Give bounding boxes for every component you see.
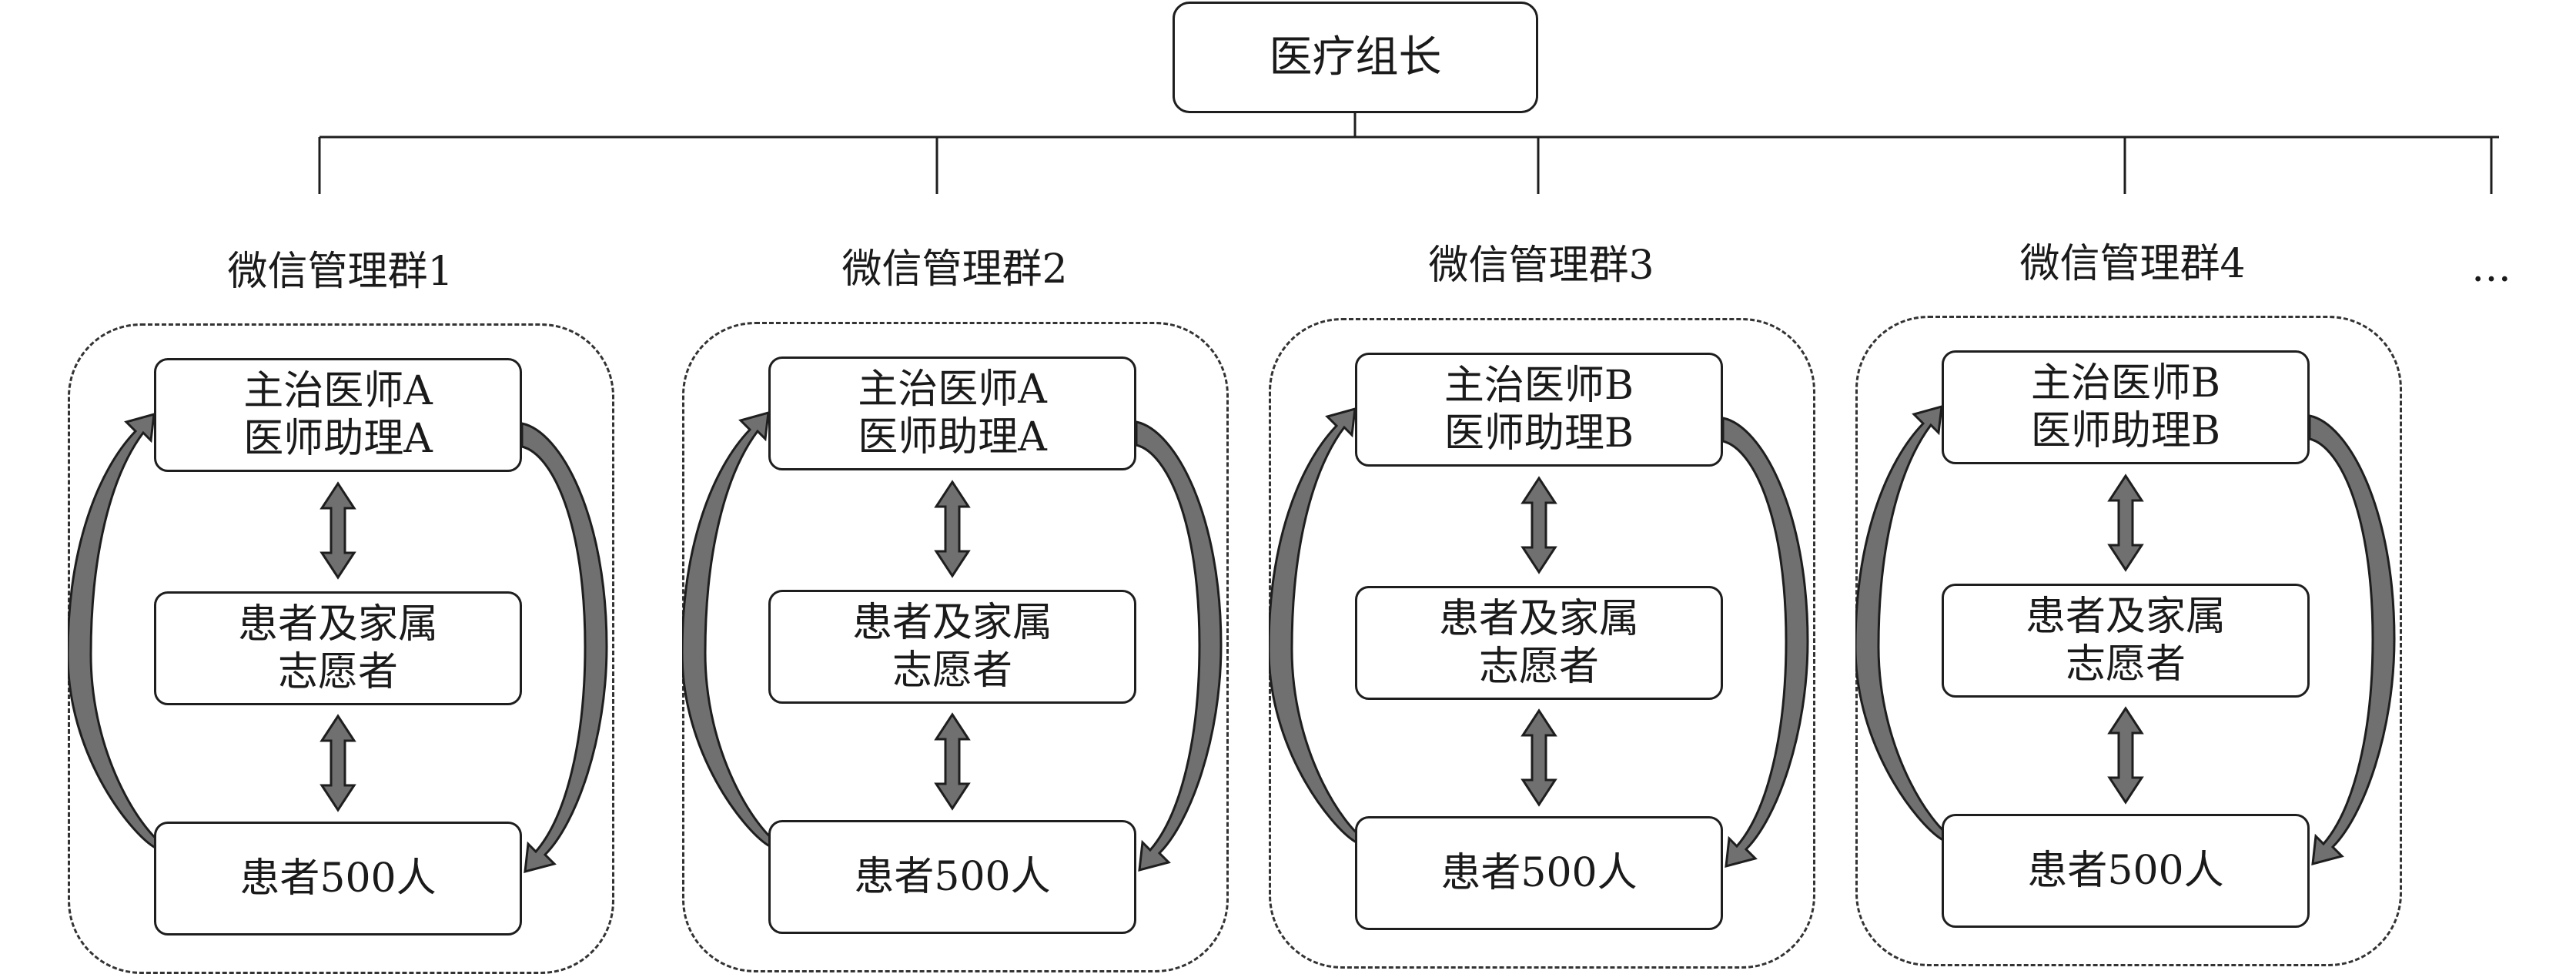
- left-curved-arrow-up: [68, 412, 171, 848]
- double-arrow-upper: [934, 480, 971, 578]
- patients-label: 患者500人: [854, 854, 1051, 900]
- assistant-label: 医师助理A: [243, 416, 433, 462]
- family-label: 患者及家属: [237, 601, 438, 648]
- family-label: 患者及家属: [2025, 594, 2226, 640]
- family-box: 患者及家属 志愿者: [1942, 584, 2310, 698]
- doctor-box: 主治医师A 医师助理A: [768, 356, 1136, 470]
- medical-team-leader-box: 医疗组长: [1173, 2, 1538, 113]
- volunteer-label: 志愿者: [892, 648, 1012, 694]
- doctor-box: 主治医师B 医师助理B: [1355, 353, 1723, 467]
- patients-box: 患者500人: [154, 822, 522, 936]
- double-arrow-lower: [934, 712, 971, 811]
- family-box: 患者及家属 志愿者: [154, 591, 522, 705]
- assistant-label: 医师助理B: [1444, 410, 1634, 457]
- wechat-group-1: 主治医师A 医师助理A 患者及家属 志愿者 患者500人: [68, 323, 614, 974]
- wechat-group-2: 主治医师A 医师助理A 患者及家属 志愿者 患者500人: [682, 322, 1229, 972]
- double-arrow-lower: [319, 714, 356, 812]
- more-groups-ellipsis: …: [2471, 245, 2511, 291]
- group-1-title: 微信管理群1: [227, 249, 453, 295]
- doctor-label: 主治医师A: [243, 368, 433, 414]
- double-arrow-lower: [2107, 706, 2144, 805]
- right-curved-arrow-down: [1135, 420, 1223, 872]
- patients-label: 患者500人: [1440, 850, 1638, 896]
- family-label: 患者及家属: [1438, 596, 1639, 642]
- left-curved-arrow-up: [1855, 404, 1959, 841]
- patients-box: 患者500人: [768, 820, 1136, 934]
- family-label: 患者及家属: [851, 600, 1052, 646]
- patients-box: 患者500人: [1942, 814, 2310, 928]
- double-arrow-upper: [319, 481, 356, 580]
- family-box: 患者及家属 志愿者: [768, 590, 1136, 704]
- wechat-group-4: 主治医师B 医师助理B 患者及家属 志愿者 患者500人: [1855, 316, 2402, 966]
- left-curved-arrow-up: [682, 410, 785, 847]
- volunteer-label: 志愿者: [2065, 641, 2186, 688]
- patients-box: 患者500人: [1355, 816, 1723, 930]
- double-arrow-upper: [2107, 474, 2144, 572]
- volunteer-label: 志愿者: [1478, 644, 1599, 690]
- wechat-group-3: 主治医师B 医师助理B 患者及家属 志愿者 患者500人: [1269, 318, 1815, 969]
- left-curved-arrow-up: [1269, 407, 1372, 843]
- doctor-label: 主治医师B: [1444, 363, 1634, 409]
- group-3-title: 微信管理群3: [1428, 243, 1654, 289]
- right-curved-arrow-down: [520, 422, 608, 874]
- group-arrows: [1855, 404, 2396, 866]
- doctor-label: 主治医师A: [858, 367, 1047, 413]
- double-arrow-upper: [1521, 476, 1557, 574]
- group-4-title: 微信管理群4: [2019, 241, 2246, 287]
- group-2-title: 微信管理群2: [841, 246, 1068, 293]
- assistant-label: 医师助理B: [2030, 408, 2221, 454]
- doctor-box: 主治医师A 医师助理A: [154, 358, 522, 472]
- patients-label: 患者500人: [2027, 848, 2224, 894]
- volunteer-label: 志愿者: [277, 649, 398, 695]
- right-curved-arrow-down: [1721, 417, 1809, 869]
- medical-team-leader-label: 医疗组长: [1269, 32, 1442, 82]
- family-box: 患者及家属 志愿者: [1355, 586, 1723, 700]
- double-arrow-lower: [1521, 708, 1557, 807]
- right-curved-arrow-down: [2308, 414, 2396, 866]
- patients-label: 患者500人: [239, 855, 437, 902]
- doctor-label: 主治医师B: [2030, 360, 2221, 407]
- group-arrows: [68, 412, 608, 874]
- assistant-label: 医师助理A: [858, 414, 1047, 460]
- group-arrows: [682, 410, 1223, 872]
- doctor-box: 主治医师B 医师助理B: [1942, 350, 2310, 464]
